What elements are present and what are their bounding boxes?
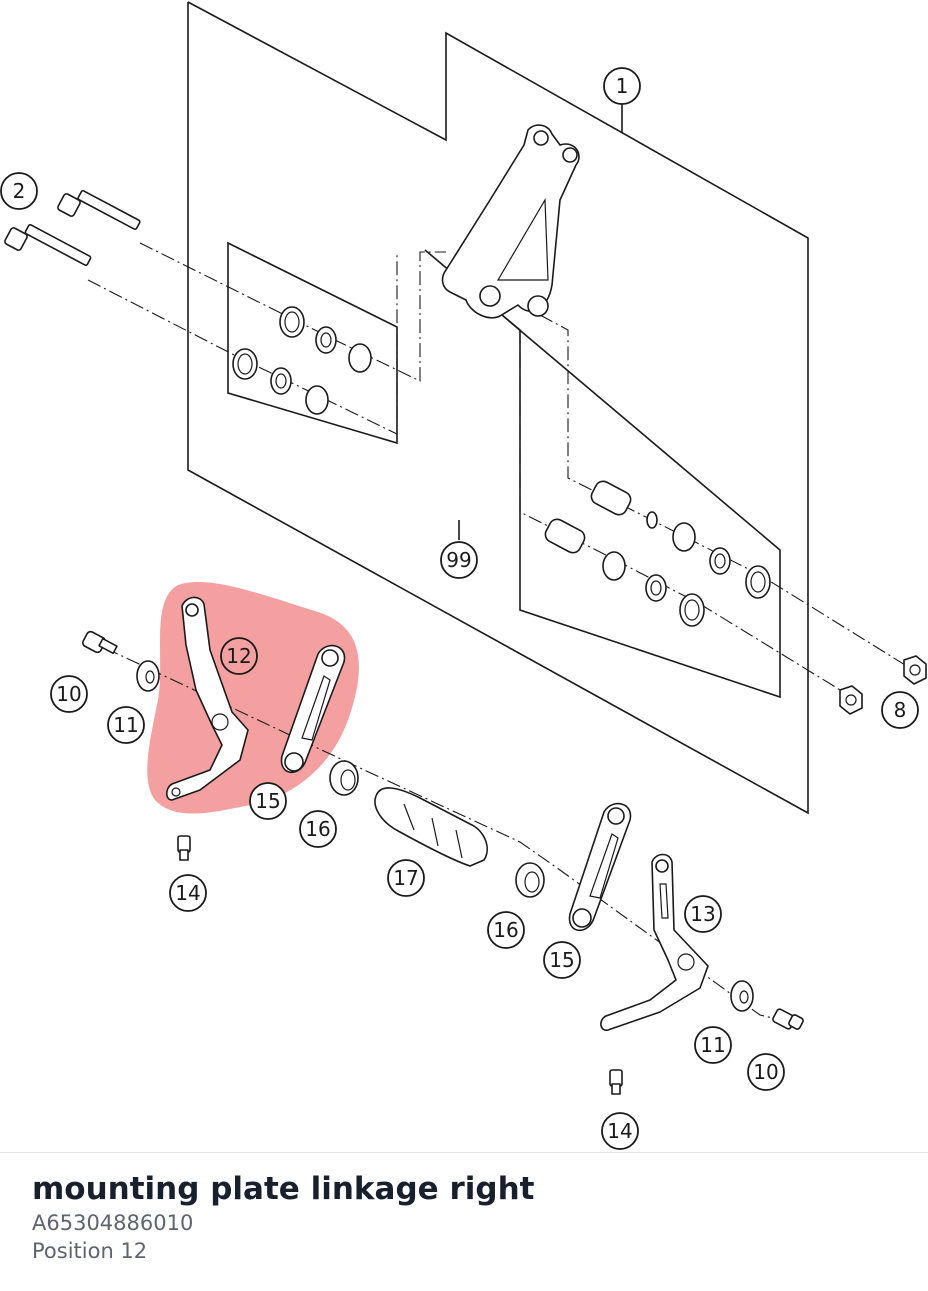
frame-lines: [187, 1, 809, 815]
link-plate-15-left[interactable]: [280, 644, 346, 774]
screw-14-left[interactable]: [177, 835, 191, 861]
selected-part-panel: mounting plate linkage right A6530488601…: [0, 1152, 928, 1291]
svg-text:10: 10: [56, 682, 81, 706]
shaft-17[interactable]: [374, 787, 488, 867]
bearing-set-right-lower[interactable]: [543, 516, 705, 627]
nut-8-lower[interactable]: [839, 685, 863, 715]
link-plate-15-right[interactable]: [568, 802, 632, 932]
screw-10-right[interactable]: [772, 1008, 804, 1030]
part-number: A65304886010: [32, 1211, 194, 1235]
linkage-lever[interactable]: [441, 124, 580, 319]
callout-16-left[interactable]: 16: [299, 810, 337, 848]
svg-text:99: 99: [446, 548, 471, 572]
callout-1[interactable]: 1: [603, 67, 641, 105]
diagram-canvas: 1 2 99 12 10 11 15 16 14 17 16 15 13 11 …: [0, 1, 927, 1150]
bearing-set-lower[interactable]: [232, 348, 329, 415]
washer-11-right[interactable]: [730, 980, 754, 1012]
callout-14-left[interactable]: 14: [169, 874, 207, 912]
screw-10-left[interactable]: [81, 630, 118, 655]
svg-text:14: 14: [175, 881, 200, 905]
svg-text:1: 1: [616, 74, 629, 98]
callout-99[interactable]: 99: [440, 541, 478, 579]
screw-14-right[interactable]: [609, 1069, 623, 1095]
callout-17[interactable]: 17: [387, 859, 425, 897]
svg-text:12: 12: [226, 644, 251, 668]
callout-16-right[interactable]: 16: [487, 911, 525, 949]
bolt-2-lower[interactable]: [4, 224, 92, 266]
mounting-plate-12[interactable]: [165, 596, 249, 801]
callout-11-right[interactable]: 11: [694, 1026, 732, 1064]
svg-text:13: 13: [690, 902, 715, 926]
svg-text:14: 14: [607, 1119, 632, 1143]
bearing-set-upper[interactable]: [279, 306, 372, 373]
svg-text:15: 15: [549, 948, 574, 972]
washer-11-left[interactable]: [136, 660, 160, 692]
svg-text:16: 16: [493, 918, 518, 942]
callout-11-left[interactable]: 11: [107, 706, 145, 744]
callout-15-right[interactable]: 15: [543, 941, 581, 979]
exploded-parts-diagram: 1 2 99 12 10 11 15 16 14 17 16 15 13 11 …: [0, 1, 927, 1150]
bolt-2-upper[interactable]: [57, 189, 141, 231]
callout-12[interactable]: 12: [220, 637, 258, 675]
svg-text:8: 8: [894, 698, 907, 722]
callout-15-left[interactable]: 15: [249, 782, 287, 820]
bushing-16-left[interactable]: [329, 760, 359, 796]
part-position: Position 12: [32, 1239, 148, 1263]
svg-text:15: 15: [255, 789, 280, 813]
svg-text:17: 17: [393, 866, 418, 890]
svg-text:11: 11: [113, 713, 138, 737]
callout-8-upper[interactable]: 8: [881, 691, 919, 729]
nut-8-upper[interactable]: [903, 655, 927, 685]
svg-text:16: 16: [305, 817, 330, 841]
callout-14-right[interactable]: 14: [601, 1112, 639, 1150]
part-name: mounting plate linkage right: [32, 1171, 535, 1207]
callout-2[interactable]: 2: [0, 172, 38, 210]
callout-10-left[interactable]: 10: [50, 675, 88, 713]
svg-text:2: 2: [13, 179, 26, 203]
bushing-16-right[interactable]: [515, 862, 545, 898]
svg-text:10: 10: [753, 1060, 778, 1084]
callout-10-right[interactable]: 10: [747, 1053, 785, 1091]
svg-text:11: 11: [700, 1033, 725, 1057]
callout-13[interactable]: 13: [684, 895, 722, 933]
mounting-plate-13[interactable]: [600, 853, 709, 1031]
bearing-set-right-upper[interactable]: [589, 478, 771, 599]
